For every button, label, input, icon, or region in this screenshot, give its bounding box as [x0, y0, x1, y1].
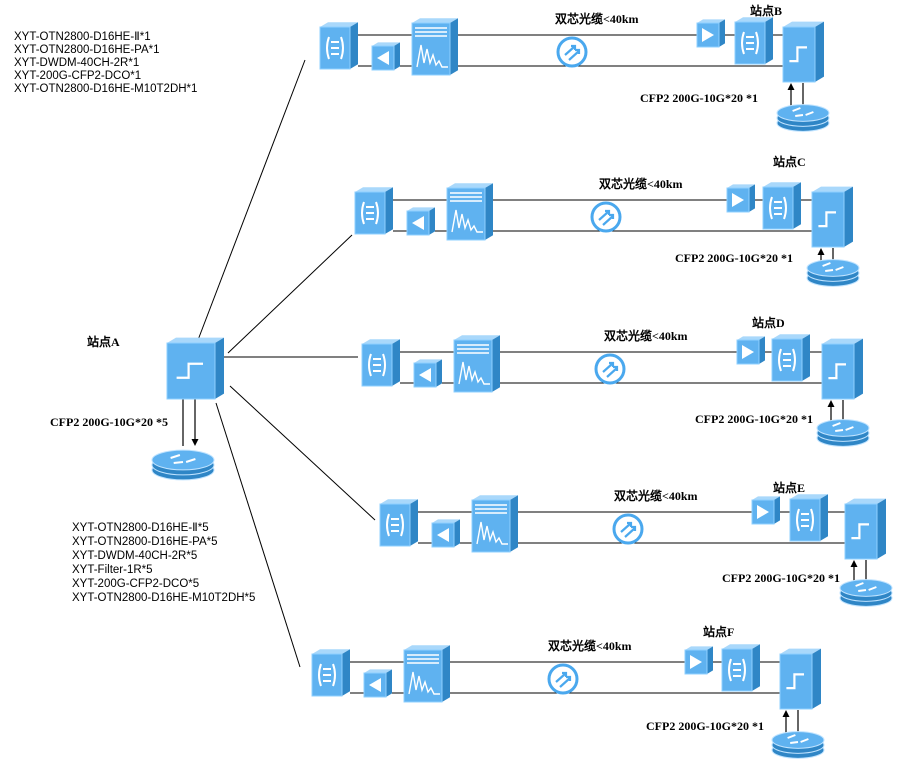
mux-icon: [361, 339, 400, 387]
arrowhead: [850, 560, 858, 567]
switch-icon: [811, 186, 853, 248]
mux-icon: [721, 644, 760, 692]
fiber-coupler-icon: [594, 353, 626, 385]
router-icon: [806, 259, 860, 287]
router-icon: [839, 579, 893, 607]
dwdm-icon: [411, 18, 458, 76]
router-icon: [151, 449, 215, 481]
link-label: CFP2 200G-10G*20 *1: [722, 571, 840, 585]
router-icon: [771, 731, 825, 759]
site-a-equipment-list: XYT-OTN2800-D16HE-Ⅱ*5 XYT-OTN2800-D16HE-…: [72, 522, 255, 604]
link-a-e: [229, 385, 376, 521]
fiber-coupler-icon: [556, 36, 588, 68]
link-label: CFP2 200G-10G*20 *1: [675, 251, 793, 265]
equipment-item: XYT-DWDM-40CH-2R*5: [72, 550, 197, 562]
switch-icon: [844, 498, 886, 560]
site-label: 站点E: [773, 480, 805, 495]
arrowhead: [782, 710, 790, 717]
fiber-label: 双芯光缆<40km: [614, 488, 698, 503]
site-label: 站点B: [750, 3, 782, 18]
link-a-b: [197, 59, 306, 341]
mux-icon: [354, 187, 393, 235]
site-label: 站点D: [752, 315, 785, 330]
link-label: CFP2 200G-10G*20 *1: [640, 91, 758, 105]
mux-icon: [379, 499, 418, 547]
link-label: CFP2 200G-10G*20 *1: [646, 719, 764, 733]
mux-icon: [319, 22, 358, 70]
fiber-coupler-icon: [612, 513, 644, 545]
fiber-coupler-icon: [547, 663, 579, 695]
mux-icon: [734, 17, 773, 65]
arrowhead: [787, 83, 795, 90]
mux-icon: [311, 649, 350, 697]
fiber-label: 双芯光缆<40km: [555, 11, 639, 26]
arrowhead: [817, 248, 825, 255]
remote-equipment-list: XYT-OTN2800-D16HE-Ⅱ*1 XYT-OTN2800-D16HE-…: [14, 31, 197, 95]
site-label: 站点F: [703, 624, 734, 639]
mux-icon: [771, 334, 810, 382]
amplifier-icon: [413, 359, 442, 388]
equipment-item: XYT-OTN2800-D16HE-PA*1: [14, 44, 160, 56]
router-icon: [816, 419, 870, 447]
site-label: 站点C: [773, 154, 806, 169]
mux-icon: [762, 182, 801, 230]
fiber-label: 双芯光缆<40km: [599, 176, 683, 191]
switch-icon: [166, 337, 224, 400]
amplifier-icon: [726, 184, 755, 213]
router-icon: [776, 104, 830, 132]
amplifier-icon: [431, 519, 460, 548]
fiber-coupler-icon: [590, 201, 622, 233]
amplifier-icon: [736, 336, 765, 365]
site-a-link-label: CFP2 200G-10G*20 *5: [50, 415, 168, 429]
equipment-item: XYT-OTN2800-D16HE-Ⅱ*5: [72, 522, 209, 534]
equipment-item: XYT-Filter-1R*5: [72, 564, 153, 576]
fiber-label: 双芯光缆<40km: [604, 328, 688, 343]
arrowhead: [827, 400, 835, 407]
amplifier-icon: [363, 669, 392, 698]
switch-icon: [779, 648, 821, 710]
amplifier-icon: [371, 42, 400, 71]
equipment-item: XYT-DWDM-40CH-2R*1: [14, 57, 139, 69]
link-a-c: [227, 234, 353, 354]
site-a-label: 站点A: [87, 334, 120, 349]
equipment-item: XYT-OTN2800-D16HE-M10T2DH*1: [14, 83, 197, 95]
mux-icon: [789, 494, 828, 542]
dwdm-icon: [446, 183, 493, 241]
equipment-item: XYT-OTN2800-D16HE-M10T2DH*5: [72, 592, 255, 604]
equipment-item: XYT-200G-CFP2-DCO*5: [72, 578, 199, 590]
dwdm-icon: [453, 335, 500, 393]
link-label: CFP2 200G-10G*20 *1: [695, 412, 813, 426]
arrowhead: [191, 439, 199, 446]
link-a-f: [215, 402, 301, 668]
amplifier-icon: [696, 19, 725, 48]
amplifier-icon: [751, 496, 780, 525]
fiber-label: 双芯光缆<40km: [548, 638, 632, 653]
dwdm-icon: [403, 645, 450, 703]
equipment-item: XYT-OTN2800-D16HE-Ⅱ*1: [14, 31, 151, 43]
switch-icon: [821, 338, 863, 400]
amplifier-icon: [406, 207, 435, 236]
switch-icon: [782, 21, 824, 83]
equipment-item: XYT-OTN2800-D16HE-PA*5: [72, 536, 218, 548]
equipment-item: XYT-200G-CFP2-DCO*1: [14, 70, 141, 82]
amplifier-icon: [684, 646, 713, 675]
dwdm-icon: [471, 495, 518, 553]
